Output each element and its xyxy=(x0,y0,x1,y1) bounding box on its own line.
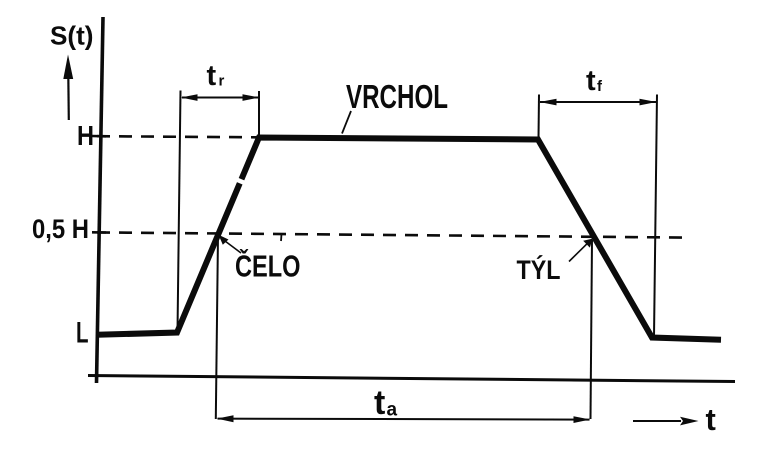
svg-text:t: t xyxy=(207,60,217,92)
svg-text:0,5 H: 0,5 H xyxy=(32,214,89,244)
svg-text:S(t): S(t) xyxy=(50,21,94,51)
svg-text:TÝL: TÝL xyxy=(517,254,561,285)
svg-text:t: t xyxy=(586,65,596,97)
svg-text:a: a xyxy=(387,400,398,421)
svg-text:f: f xyxy=(597,78,603,95)
svg-text:VRCHOL: VRCHOL xyxy=(346,78,448,115)
svg-text:ČELO: ČELO xyxy=(235,248,301,284)
svg-text:L: L xyxy=(76,316,89,349)
svg-text:t: t xyxy=(706,402,716,437)
svg-text:r: r xyxy=(219,73,225,90)
svg-text:t: t xyxy=(374,384,385,422)
svg-text:H: H xyxy=(77,120,94,151)
